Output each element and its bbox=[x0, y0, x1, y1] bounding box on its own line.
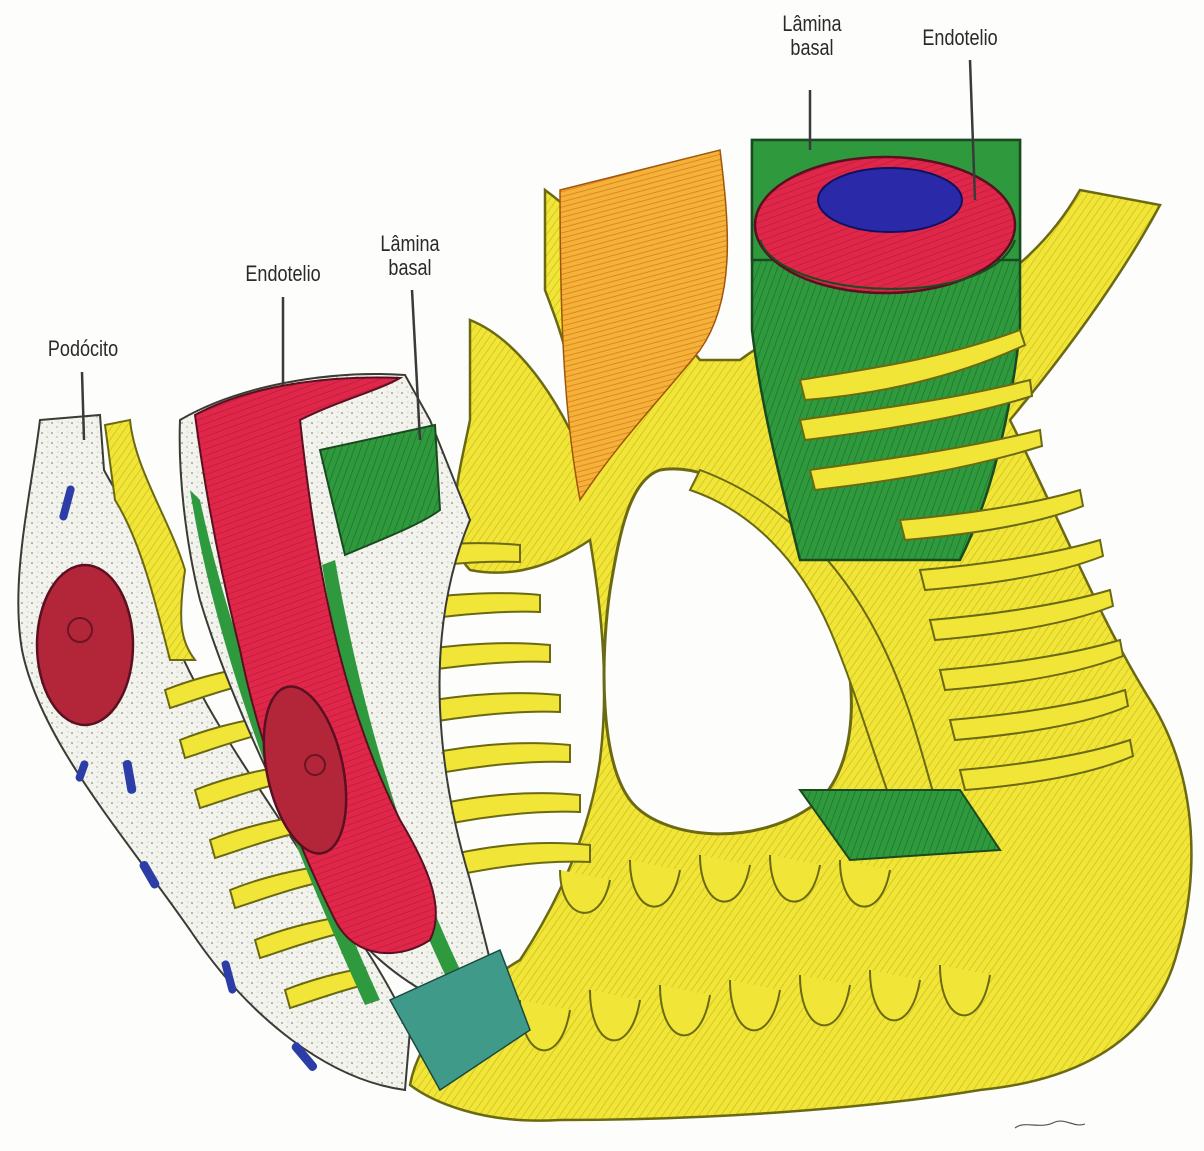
label-podocito: Podócito bbox=[38, 337, 128, 361]
label-endotelio-left: Endotelio bbox=[226, 262, 341, 286]
label-lamina-basal-left: Lâmina basal bbox=[361, 232, 459, 280]
right-capillary-lumen bbox=[818, 168, 962, 232]
label-endotelio-right: Endotelio bbox=[903, 26, 1018, 50]
label-lamina-basal-right: Lâmina basal bbox=[763, 12, 861, 60]
podocyte-nucleus bbox=[37, 565, 133, 725]
